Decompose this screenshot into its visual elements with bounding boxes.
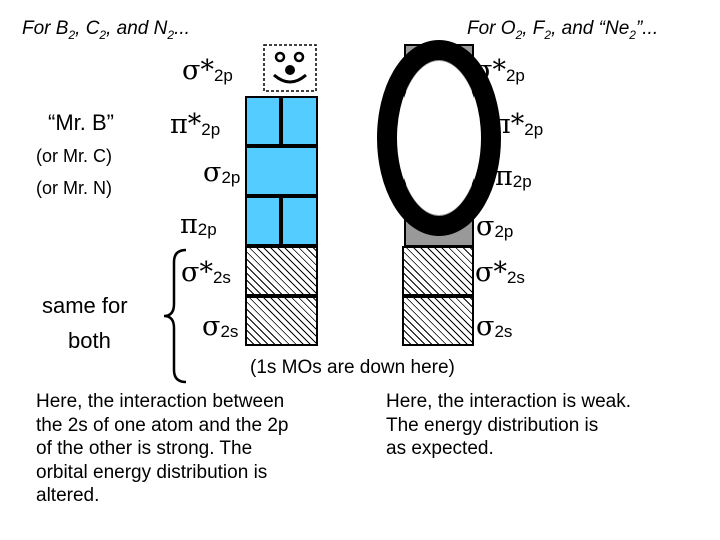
same-for-both-line1: same for: [42, 293, 128, 318]
left-mo-label-pi-2p: π2p: [180, 209, 217, 240]
left-explanation: Here, the interaction between the 2s of …: [36, 390, 366, 508]
sigma-2s-orbital-left: [245, 296, 318, 346]
right-explanation-line: The energy distribution is: [386, 414, 599, 436]
sigma-star-2s-orbital-left: [245, 246, 318, 296]
header-right: For O2, F2, and “Ne2”...: [467, 18, 659, 42]
right-explanation-line: Here, the interaction is weak.: [386, 391, 632, 412]
left-mo-label-sigma-2p: σ2p: [203, 157, 241, 188]
right-mo-label-sigma-star-2s: σ*2s: [475, 257, 525, 288]
left-mo-label-sigma-star-2s: σ*2s: [181, 257, 231, 288]
pi-star-2p-orbital-right: [281, 96, 318, 146]
left-mo-label-sigma-2s: σ2s: [202, 311, 239, 342]
curly-brace: [163, 248, 187, 384]
right-mo-label-sigma-2p: σ2p: [476, 211, 514, 242]
pi-2p-orbital-right: [281, 196, 318, 246]
mr-b-label: “Mr. B”: [48, 110, 114, 135]
right-mo-label-pi-star-2p: π*2p: [493, 109, 544, 140]
mr-n-label: (or Mr. N): [36, 178, 112, 198]
left-explanation-line: the 2s of one atom and the 2p: [36, 414, 289, 436]
o2-ring-shape: [377, 40, 501, 236]
note-1s-mos: (1s MOs are down here): [250, 357, 455, 378]
sigma-2p-orbital: [245, 146, 318, 196]
pi-2p-orbital-left: [245, 196, 281, 246]
left-explanation-line: orbital energy distribution is: [36, 461, 268, 483]
mr-b-head: [262, 43, 318, 93]
right-explanation-line: as expected.: [386, 438, 494, 459]
right-explanation: Here, the interaction is weak. The energ…: [386, 390, 706, 461]
mr-c-label: (or Mr. C): [36, 146, 112, 166]
sigma-2s-orbital-right: [402, 296, 474, 346]
left-mo-label-pi-star-2p: π*2p: [170, 109, 221, 140]
header-left: For B2, C2, and N2...: [22, 18, 190, 42]
right-mo-label-sigma-2s: σ2s: [476, 311, 513, 342]
pi-star-2p-orbital-left: [245, 96, 281, 146]
left-explanation-line: Here, the interaction between: [36, 391, 285, 412]
right-mo-label-sigma-star-2p: σ*2p: [474, 55, 525, 86]
left-explanation-line: altered.: [36, 485, 100, 506]
left-mo-label-sigma-star-2p: σ*2p: [182, 55, 233, 86]
sigma-star-2s-orbital-right: [402, 246, 474, 296]
left-explanation-line: of the other is strong. The: [36, 438, 253, 459]
face-icon: [263, 44, 317, 92]
right-mo-label-pi-2p: π2p: [495, 161, 532, 192]
same-for-both-line2: both: [68, 328, 111, 353]
